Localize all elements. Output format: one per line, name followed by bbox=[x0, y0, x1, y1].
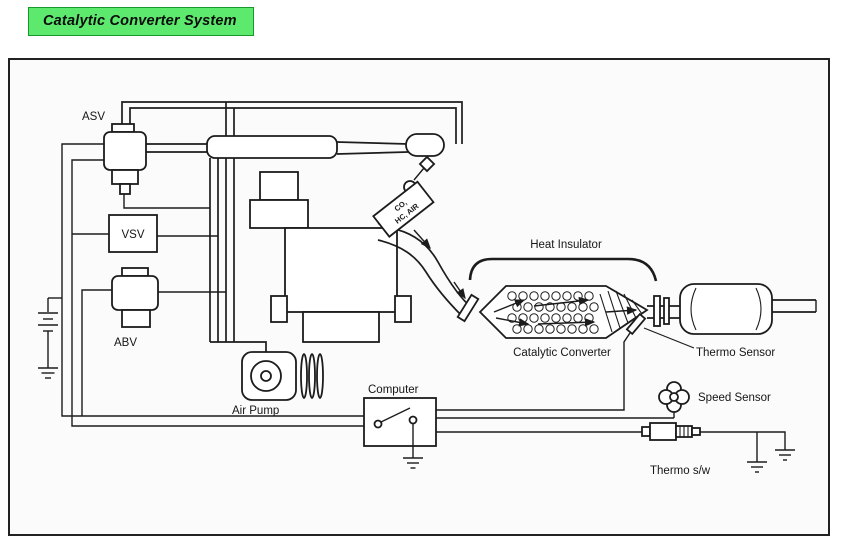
thermo-sensor-pointer bbox=[643, 327, 695, 349]
converter-flow-arrows bbox=[493, 296, 638, 327]
exhaust-downpipe bbox=[377, 227, 480, 323]
air-switching-rail bbox=[206, 133, 445, 159]
exhaust-gas-tag-arrow bbox=[413, 229, 431, 250]
label-thermo-sensor: Thermo Sensor bbox=[696, 347, 775, 359]
label-catalytic-converter: Catalytic Converter bbox=[513, 347, 611, 359]
ground-symbol-right-1 bbox=[747, 461, 767, 473]
speed-sensor bbox=[658, 381, 690, 413]
converter-hatch bbox=[599, 290, 643, 333]
vsv-valve bbox=[108, 214, 158, 253]
label-air-pump: Air Pump bbox=[232, 405, 279, 417]
computer-harness-right bbox=[436, 329, 786, 462]
system-diagram: ASV VSV ABV bbox=[38, 101, 817, 477]
page-title-text: Catalytic Converter System bbox=[43, 13, 237, 29]
asv-valve bbox=[103, 123, 147, 195]
label-thermo-switch: Thermo s/w bbox=[650, 465, 711, 477]
thermo-sensor bbox=[625, 312, 647, 336]
catalytic-converter bbox=[478, 285, 649, 339]
label-abv: ABV bbox=[114, 337, 137, 349]
label-speed-sensor: Speed Sensor bbox=[698, 392, 771, 404]
computer-unit bbox=[363, 397, 437, 469]
label-heat-insulator: Heat Insulator bbox=[530, 239, 602, 251]
engine-assembly bbox=[249, 171, 417, 343]
muffler bbox=[679, 283, 817, 335]
diagram-panel: ASV VSV ABV bbox=[8, 58, 830, 536]
thermo-switch bbox=[641, 422, 701, 441]
air-hose-bundle bbox=[123, 158, 267, 352]
battery-symbol bbox=[38, 298, 58, 379]
left-harness-wires bbox=[48, 143, 364, 427]
label-computer: Computer bbox=[368, 384, 419, 396]
label-asv: ASV bbox=[82, 111, 105, 123]
vacuum-pipe-top bbox=[121, 101, 463, 153]
label-vsv: VSV bbox=[121, 229, 144, 241]
heat-insulator-bracket bbox=[468, 257, 658, 282]
exhaust-outlet bbox=[647, 295, 680, 327]
air-pump bbox=[241, 351, 324, 401]
ground-symbol-right-2 bbox=[775, 449, 795, 461]
abv-valve bbox=[111, 267, 159, 328]
page-title: Catalytic Converter System bbox=[28, 7, 254, 36]
exhaust-gas-tag: CO, HC, AIR bbox=[372, 180, 435, 238]
